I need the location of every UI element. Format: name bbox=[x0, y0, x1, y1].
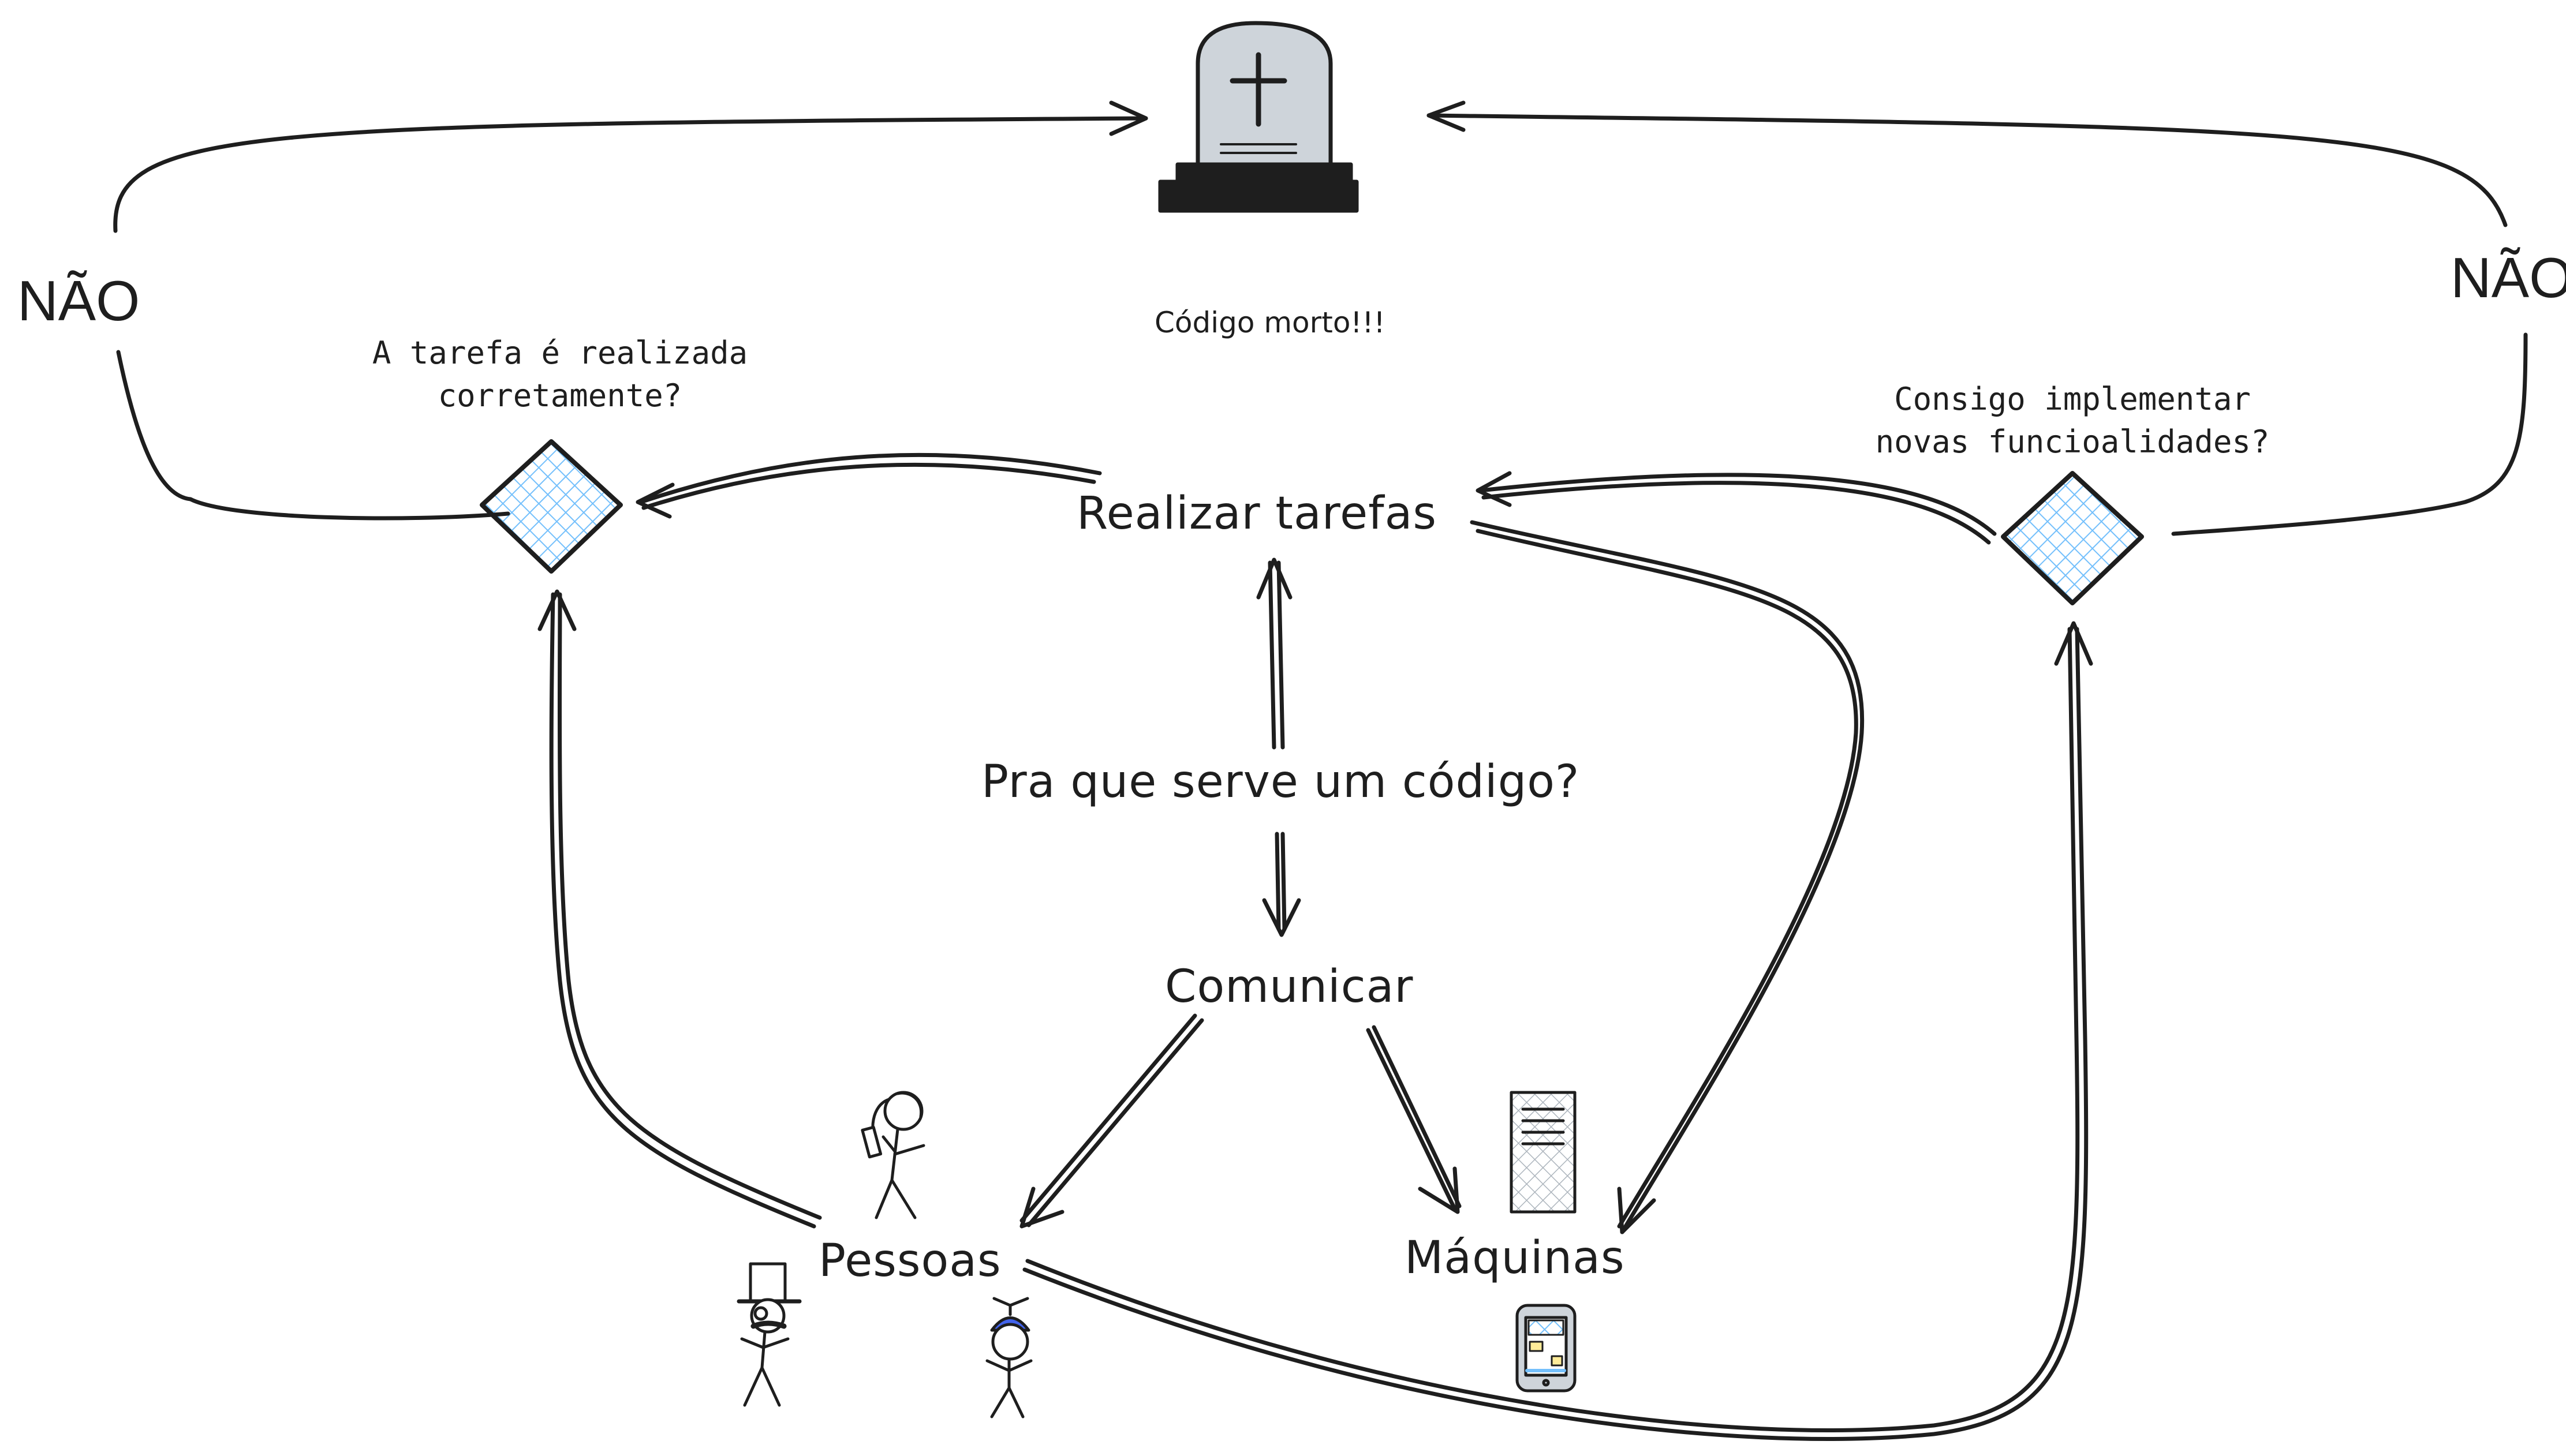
stick-figure-icon-kid bbox=[985, 1297, 1033, 1418]
arrow-comunicar-to-pessoas bbox=[1019, 1013, 1204, 1229]
decision-right-line1: Consigo implementar bbox=[1894, 381, 2251, 417]
decision-right-line2: novas funcioalidades? bbox=[1875, 424, 2270, 460]
stick-figure-icon-tophat bbox=[737, 1262, 802, 1407]
arrow-pessoas-to-right-diamond bbox=[1022, 621, 2093, 1441]
codigo-morto-label: Código morto!!! bbox=[1155, 306, 1385, 339]
arrow-right-diamond-to-tarefas bbox=[1476, 471, 1997, 545]
server-icon bbox=[1510, 1091, 1577, 1214]
decision-left-line1: A tarefa é realizada bbox=[372, 335, 748, 371]
decision-diamond-right bbox=[2001, 471, 2144, 605]
arrow-tarefas-to-left-diamond bbox=[636, 452, 1102, 519]
phone-icon bbox=[1515, 1304, 1577, 1393]
arrow-nao-right-to-tombstone bbox=[1426, 100, 2528, 536]
arrow-tarefas-to-maquinas bbox=[1470, 520, 1865, 1234]
nao-right-label: NÃO bbox=[2451, 246, 2566, 309]
realizar-tarefas-label: Realizar tarefas bbox=[1077, 488, 1437, 540]
arrow-question-to-tarefas bbox=[1256, 557, 1293, 750]
nao-left-label: NÃO bbox=[17, 269, 140, 332]
decision-right-question: Consigo implementar novas funcioalidades… bbox=[1847, 378, 2298, 463]
arrow-comunicar-to-maquinas bbox=[1366, 1025, 1462, 1214]
question-label: Pra que serve um código? bbox=[981, 756, 1580, 808]
comunicar-label: Comunicar bbox=[1165, 961, 1414, 1013]
arrow-pessoas-to-left-diamond bbox=[537, 589, 822, 1229]
decision-diamond-left bbox=[480, 439, 623, 574]
pessoas-label: Pessoas bbox=[819, 1235, 1002, 1287]
maquinas-label: Máquinas bbox=[1405, 1232, 1625, 1284]
arrow-nao-left-to-tombstone bbox=[113, 100, 1148, 521]
decision-left-question: A tarefa é realizada corretamente? bbox=[346, 332, 774, 417]
stick-figure-icon-woman bbox=[861, 1091, 925, 1219]
arrow-question-to-comunicar bbox=[1262, 832, 1301, 937]
tombstone-icon bbox=[1158, 21, 1359, 213]
decision-left-line2: corretamente? bbox=[438, 377, 682, 414]
